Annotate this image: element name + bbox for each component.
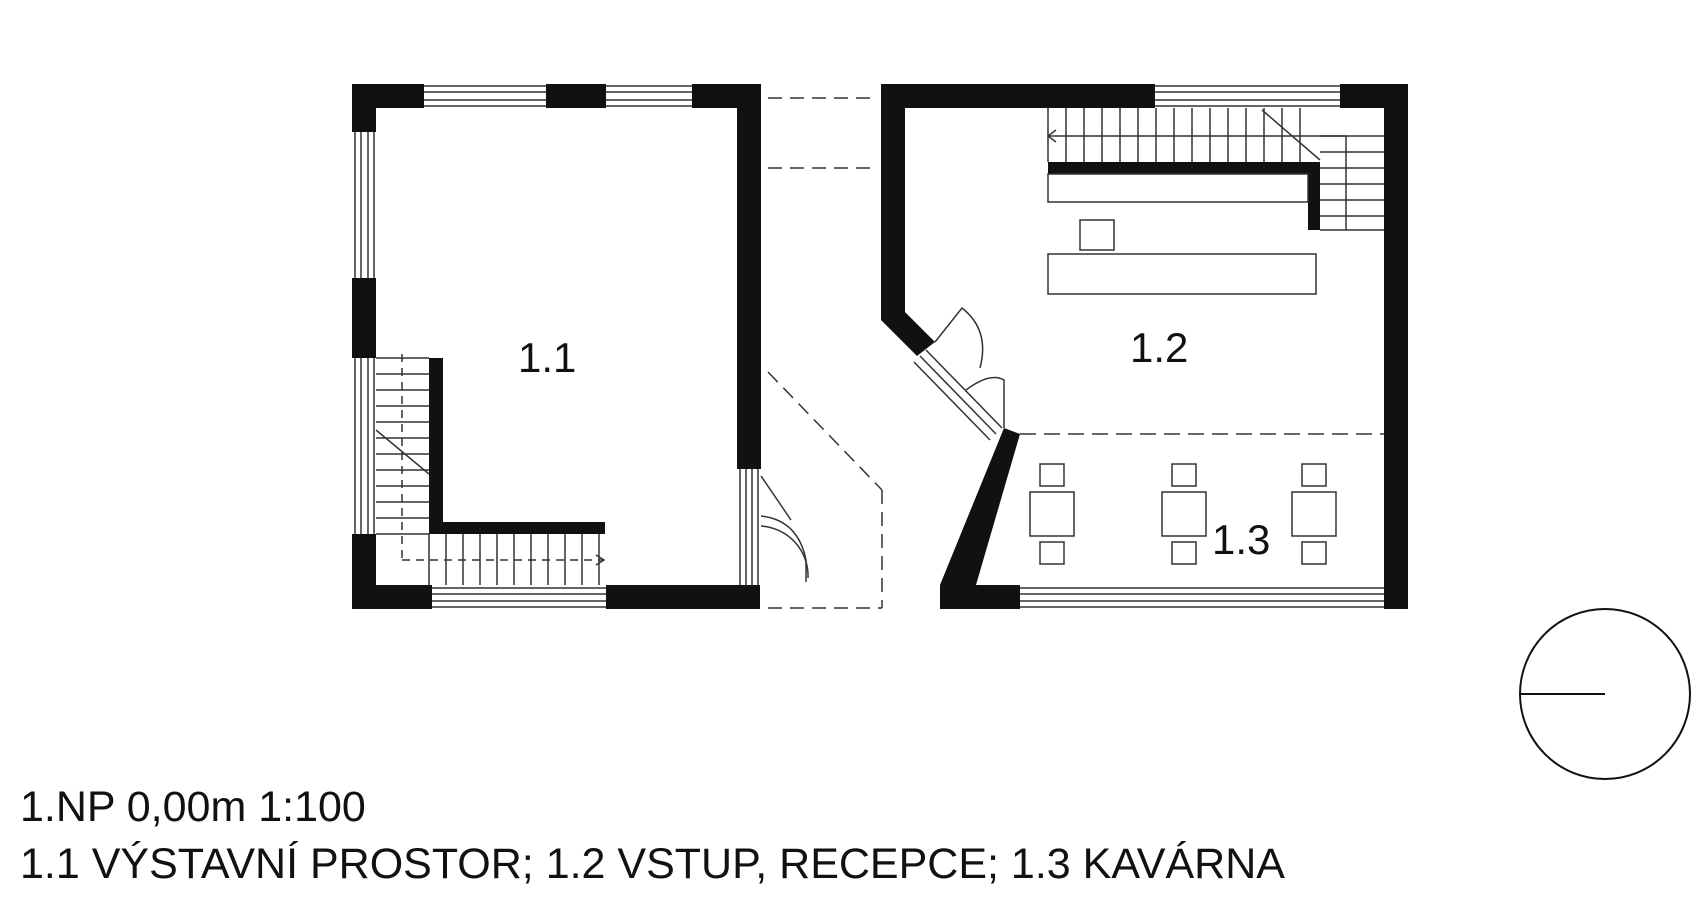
wall-segment bbox=[352, 84, 376, 132]
window bbox=[432, 587, 606, 608]
room-legend: 1.1 VÝSTAVNÍ PROSTOR; 1.2 VSTUP, RECEPCE… bbox=[20, 840, 1285, 888]
door-swing bbox=[934, 306, 1005, 428]
wall-segment bbox=[1048, 162, 1320, 174]
cafe-table-set bbox=[1291, 463, 1337, 565]
wall-segment bbox=[546, 84, 606, 108]
window bbox=[1155, 85, 1340, 107]
window bbox=[354, 358, 375, 534]
drawing-title: 1.NP 0,00m 1:100 bbox=[20, 783, 366, 831]
window bbox=[1020, 587, 1384, 608]
corridor-passage bbox=[767, 97, 883, 609]
window bbox=[424, 85, 546, 107]
window bbox=[354, 132, 375, 278]
staircase bbox=[402, 534, 606, 585]
door-jamb bbox=[913, 349, 1003, 441]
door-jamb bbox=[739, 469, 759, 585]
staircase bbox=[1046, 108, 1346, 162]
north-arrow-icon bbox=[1519, 608, 1691, 780]
wall-segment bbox=[352, 278, 376, 358]
wall-segment bbox=[1308, 162, 1320, 230]
window bbox=[606, 85, 692, 107]
cafe-table-set bbox=[1161, 463, 1207, 565]
cafe-table-set bbox=[1029, 463, 1075, 565]
room-label-1-3: 1.3 bbox=[1212, 516, 1270, 563]
wall-segment bbox=[606, 585, 760, 609]
wall-segment bbox=[1384, 84, 1408, 609]
reception-counter bbox=[1047, 253, 1317, 295]
room-label-1-2: 1.2 bbox=[1130, 324, 1188, 371]
wall-segment bbox=[429, 522, 605, 534]
staircase bbox=[375, 354, 430, 560]
shelf bbox=[1047, 173, 1309, 203]
door-swing bbox=[760, 475, 809, 582]
reception-chair bbox=[1079, 219, 1115, 251]
wall-segment bbox=[737, 84, 761, 469]
wall-segment bbox=[881, 100, 935, 356]
left-building bbox=[352, 84, 809, 609]
wall-segment bbox=[940, 428, 1020, 609]
room-label-1-1: 1.1 bbox=[518, 334, 576, 381]
wall-segment bbox=[429, 358, 443, 530]
wall-segment bbox=[881, 84, 1155, 108]
wall-segment bbox=[352, 585, 432, 609]
right-building bbox=[881, 84, 1408, 609]
staircase bbox=[1320, 135, 1384, 231]
